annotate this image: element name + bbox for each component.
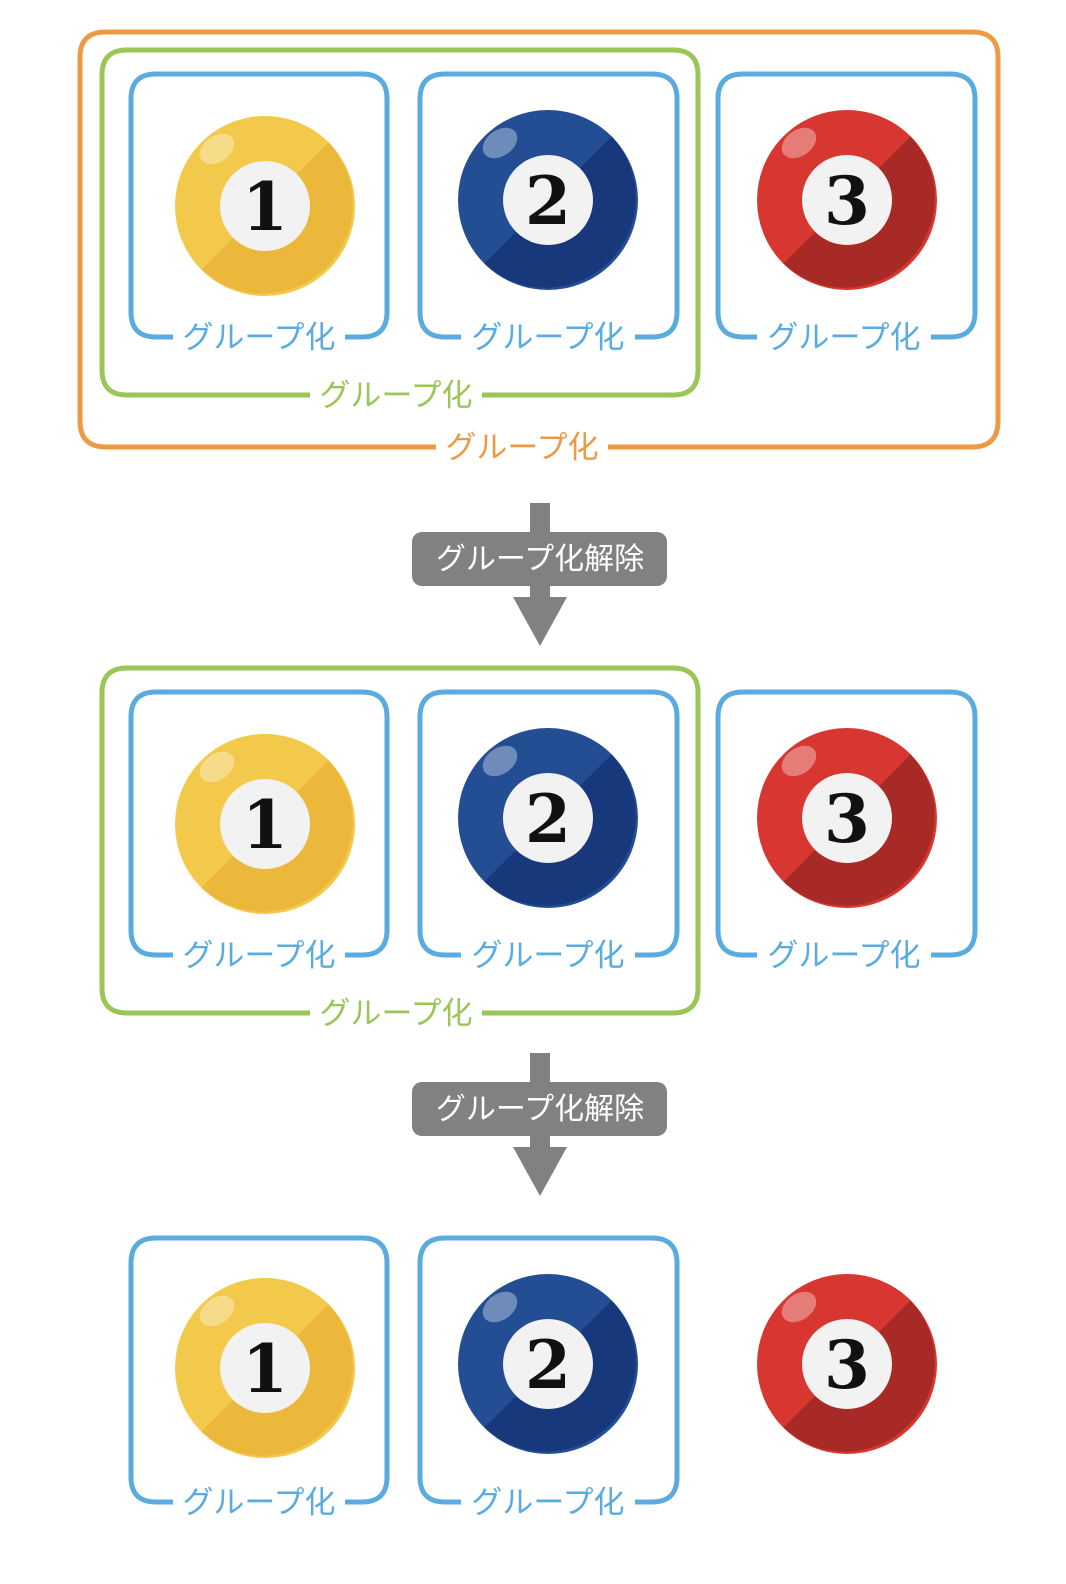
blue-group-frame: グループ化 bbox=[128, 689, 390, 974]
ball-number: 3 bbox=[824, 1326, 870, 1404]
stage-3: グループ化 グループ化 1 2 3 bbox=[128, 1235, 937, 1521]
group-label: グループ化 bbox=[319, 378, 472, 414]
ungroup-button[interactable]: グループ化解除 bbox=[412, 1082, 667, 1136]
blue-group-frame: グループ化 bbox=[715, 71, 978, 356]
group-label: グループ化 bbox=[767, 938, 920, 974]
group-label: グループ化 bbox=[767, 320, 920, 356]
blue-group-frame: グループ化 bbox=[417, 689, 680, 974]
ungroup-button-label: グループ化解除 bbox=[436, 1092, 644, 1127]
group-label: グループ化 bbox=[445, 430, 598, 466]
ball-number: 2 bbox=[525, 780, 571, 858]
blue-group-frame: グループ化 bbox=[417, 1235, 680, 1521]
ungroup-arrow: グループ化解除 bbox=[412, 1053, 667, 1196]
billiard-ball-2: 2 bbox=[458, 1274, 638, 1454]
green-group-frame: グループ化 bbox=[99, 47, 701, 414]
ungroup-button-label: グループ化解除 bbox=[436, 542, 644, 577]
billiard-ball-2: 2 bbox=[458, 728, 638, 908]
group-label: グループ化 bbox=[182, 320, 335, 356]
group-label: グループ化 bbox=[471, 320, 624, 356]
group-label: グループ化 bbox=[182, 938, 335, 974]
ball-number: 1 bbox=[242, 1330, 288, 1408]
ball-number: 3 bbox=[824, 780, 870, 858]
ungroup-button[interactable]: グループ化解除 bbox=[412, 532, 667, 586]
blue-group-frame: グループ化 bbox=[417, 71, 680, 356]
billiard-ball-2: 2 bbox=[458, 110, 638, 290]
group-label: グループ化 bbox=[471, 1485, 624, 1521]
ungroup-arrow: グループ化解除 bbox=[412, 503, 667, 646]
ball-number: 1 bbox=[242, 168, 288, 246]
billiard-ball-1: 1 bbox=[175, 734, 355, 914]
stage-1: グループ化 グループ化 グループ化 グループ化 グループ化 1 2 3 bbox=[77, 29, 1001, 466]
ball-number: 1 bbox=[242, 786, 288, 864]
billiard-ball-3: 3 bbox=[757, 728, 937, 908]
billiard-ball-3: 3 bbox=[757, 110, 937, 290]
blue-group-frame: グループ化 bbox=[715, 689, 978, 974]
group-label: グループ化 bbox=[471, 938, 624, 974]
blue-group-frame: グループ化 bbox=[128, 71, 390, 356]
arrow-down-icon bbox=[513, 597, 567, 646]
billiard-ball-3: 3 bbox=[757, 1274, 937, 1454]
ball-number: 2 bbox=[525, 1326, 571, 1404]
arrow-down-icon bbox=[513, 1147, 567, 1196]
stage-2: グループ化 グループ化 グループ化 グループ化 1 2 3 bbox=[99, 665, 978, 1032]
green-group-frame: グループ化 bbox=[99, 665, 701, 1032]
group-label: グループ化 bbox=[319, 996, 472, 1032]
group-label: グループ化 bbox=[182, 1485, 335, 1521]
ball-number: 2 bbox=[525, 162, 571, 240]
billiard-ball-1: 1 bbox=[175, 116, 355, 296]
blue-group-frame: グループ化 bbox=[128, 1235, 390, 1521]
billiard-ball-1: 1 bbox=[175, 1278, 355, 1458]
ball-number: 3 bbox=[824, 162, 870, 240]
orange-group-frame: グループ化 bbox=[77, 29, 1001, 466]
